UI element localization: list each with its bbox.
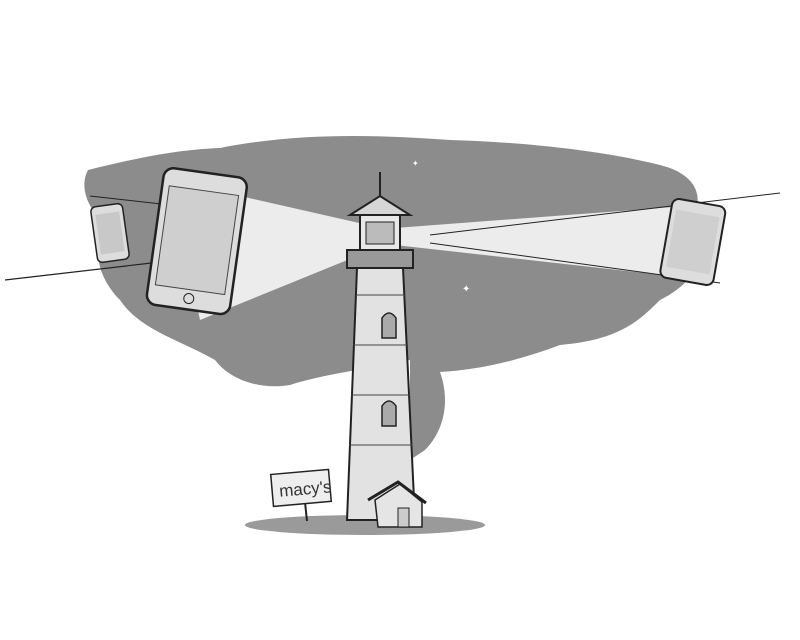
sparkle-icon: ✦ — [462, 284, 470, 295]
small-house — [367, 480, 427, 528]
tower-window — [381, 400, 397, 427]
beam-line — [89, 195, 171, 206]
beam-line — [429, 192, 781, 236]
large-left-phone — [145, 167, 249, 316]
lighthouse — [345, 172, 417, 521]
macys-sign: macy's — [269, 468, 332, 522]
tower-window — [381, 312, 397, 339]
ground-shadow — [245, 515, 485, 535]
right-phone — [659, 198, 727, 286]
right-light-beam — [395, 205, 700, 278]
sign-text: macy's — [278, 477, 332, 500]
beam-line — [4, 261, 161, 281]
small-left-phone — [90, 202, 130, 264]
sparkle-icon: ✦ — [412, 159, 419, 168]
